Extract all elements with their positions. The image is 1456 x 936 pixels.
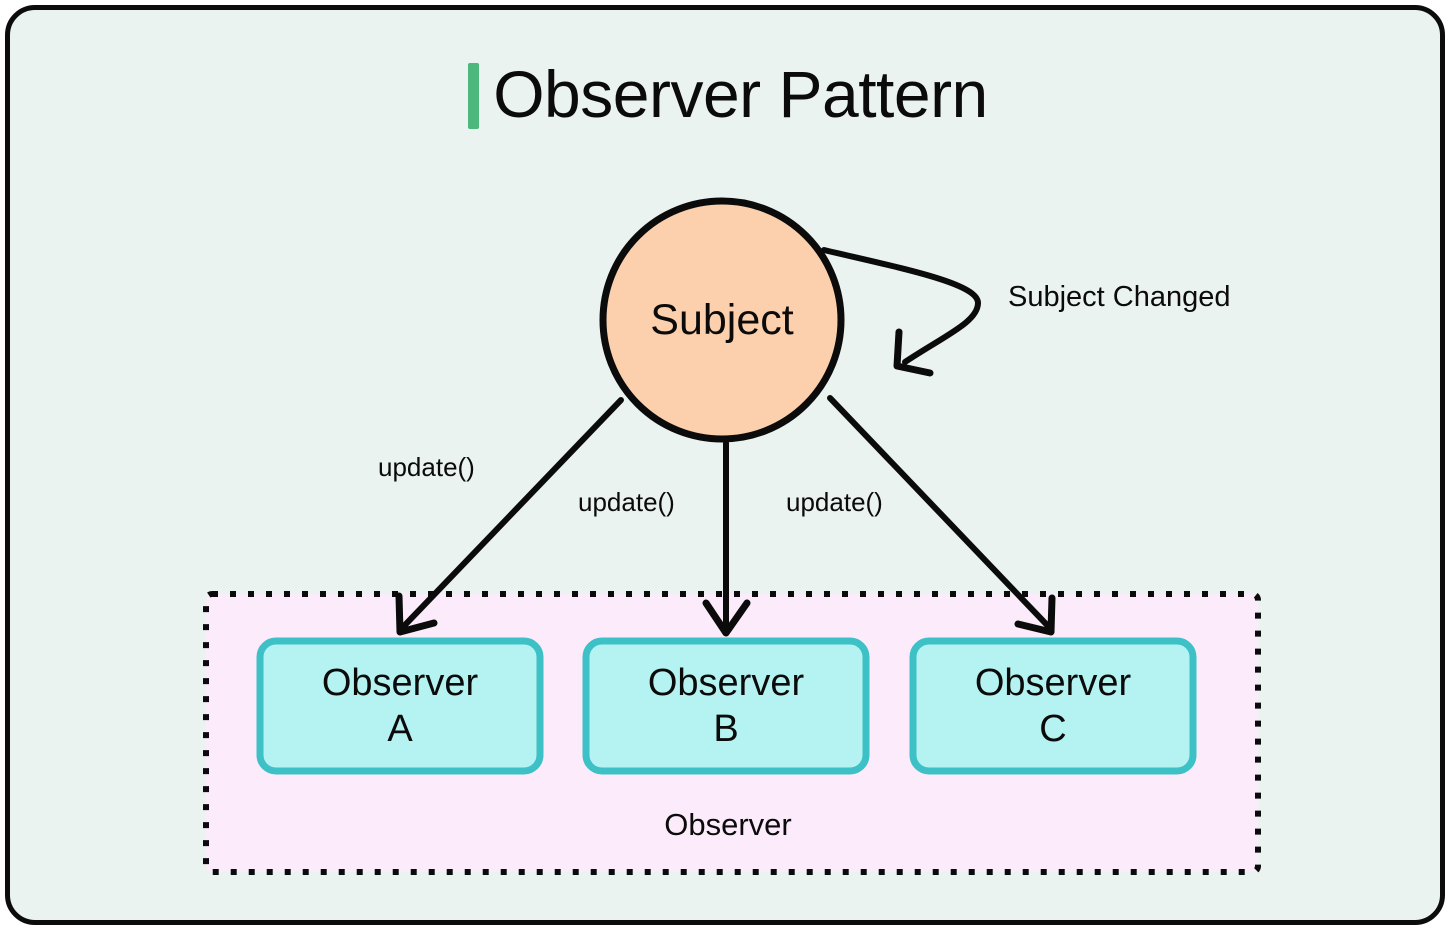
edge-label-update-c: update(): [786, 487, 883, 517]
self-loop-subject-changed: [821, 247, 982, 377]
edge-subject-to-observer-a: [395, 397, 624, 636]
observer-box-a[interactable]: [256, 637, 544, 775]
observer-group-caption: Observer: [664, 807, 792, 842]
self-loop-label: Subject Changed: [1008, 281, 1231, 313]
page-title: Observer Pattern: [493, 57, 988, 131]
edge-label-update-a: update(): [378, 452, 475, 482]
page-title-block: Observer Pattern: [0, 48, 1456, 140]
subject-node[interactable]: [599, 197, 845, 443]
edge-subject-to-observer-b: [702, 440, 751, 637]
edge-label-update-b: update(): [578, 487, 675, 517]
title-accent-bar: [468, 63, 480, 129]
observer-box-b[interactable]: [582, 637, 870, 775]
edge-subject-to-observer-c: [827, 395, 1056, 636]
observer-box-c[interactable]: [909, 637, 1197, 775]
